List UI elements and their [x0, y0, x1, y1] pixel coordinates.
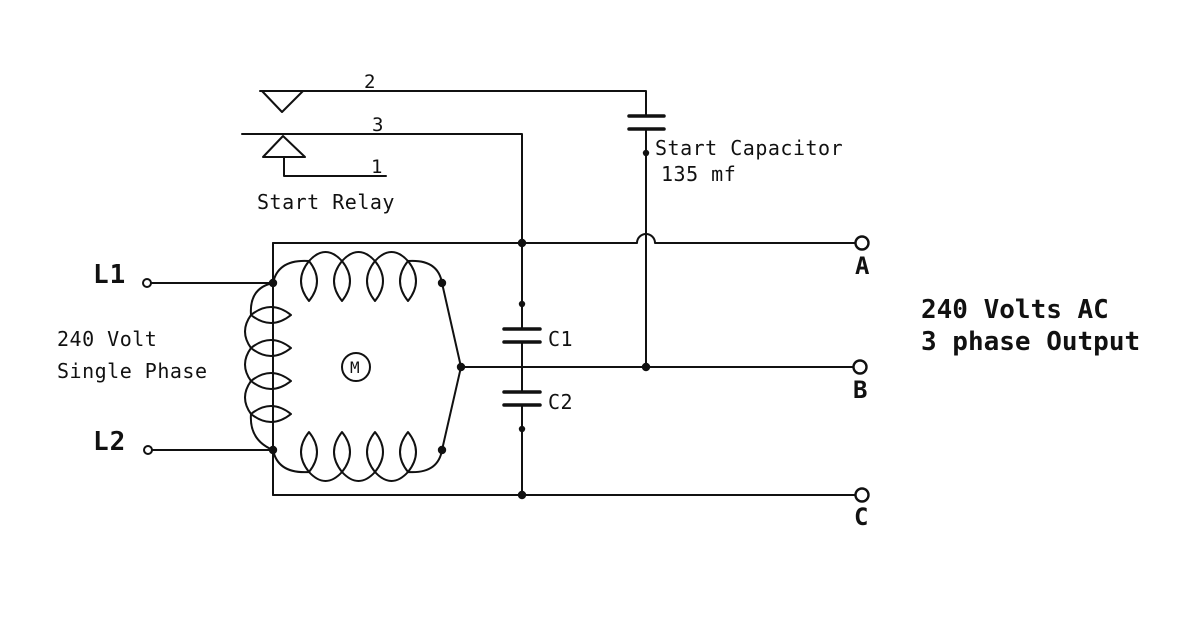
- motor-left-winding: [244, 282, 292, 451]
- start-relay-label: Start Relay: [257, 190, 395, 214]
- l2-terminal-circle: [143, 445, 153, 455]
- relay-contact-down-triangle: [261, 90, 304, 113]
- l1-terminal-circle: [142, 278, 152, 288]
- c2-label: C2: [548, 390, 574, 414]
- relay-contact2-wire: [259, 90, 647, 117]
- run-capacitor-c2-symbol: [502, 390, 542, 407]
- supply-label-line2: Single Phase: [57, 359, 208, 383]
- phase-c-label: C: [854, 503, 869, 531]
- relay-contact-up-triangle: [262, 135, 306, 158]
- output-caption-line1: 240 Volts AC: [921, 295, 1109, 325]
- start-capacitor-label: Start Capacitor: [655, 136, 844, 160]
- start-capacitor-value: 135 mf: [661, 162, 737, 186]
- supply-label-line1: 240 Volt: [57, 327, 158, 351]
- phase-b-terminal-circle: [852, 359, 868, 375]
- start-capacitor-symbol: [627, 114, 666, 131]
- output-caption-line2: 3 phase Output: [921, 327, 1141, 357]
- relay-contact1-wire: [283, 156, 387, 177]
- motor-top-winding: [272, 251, 443, 302]
- motor-symbol-circle: [341, 352, 371, 382]
- run-capacitor-c1-symbol: [502, 327, 542, 344]
- phase-c-terminal-circle: [854, 487, 870, 503]
- junction-dots: [268, 149, 651, 500]
- relay-contact2-number: 2: [364, 71, 376, 93]
- l2-input-label: L2: [93, 427, 127, 457]
- phase-a-terminal-circle: [854, 235, 870, 251]
- c1-label: C1: [548, 327, 574, 351]
- relay-contact1-number: 1: [371, 156, 383, 178]
- phase-a-wire: [272, 233, 857, 244]
- relay-contact3-wire: [241, 133, 523, 244]
- motor-bottom-winding: [272, 431, 443, 482]
- phase-a-label: A: [855, 252, 870, 280]
- phase-b-label: B: [853, 376, 868, 404]
- l1-input-label: L1: [93, 260, 127, 290]
- relay-contact3-number: 3: [372, 114, 384, 136]
- motor-letter: M: [350, 358, 360, 377]
